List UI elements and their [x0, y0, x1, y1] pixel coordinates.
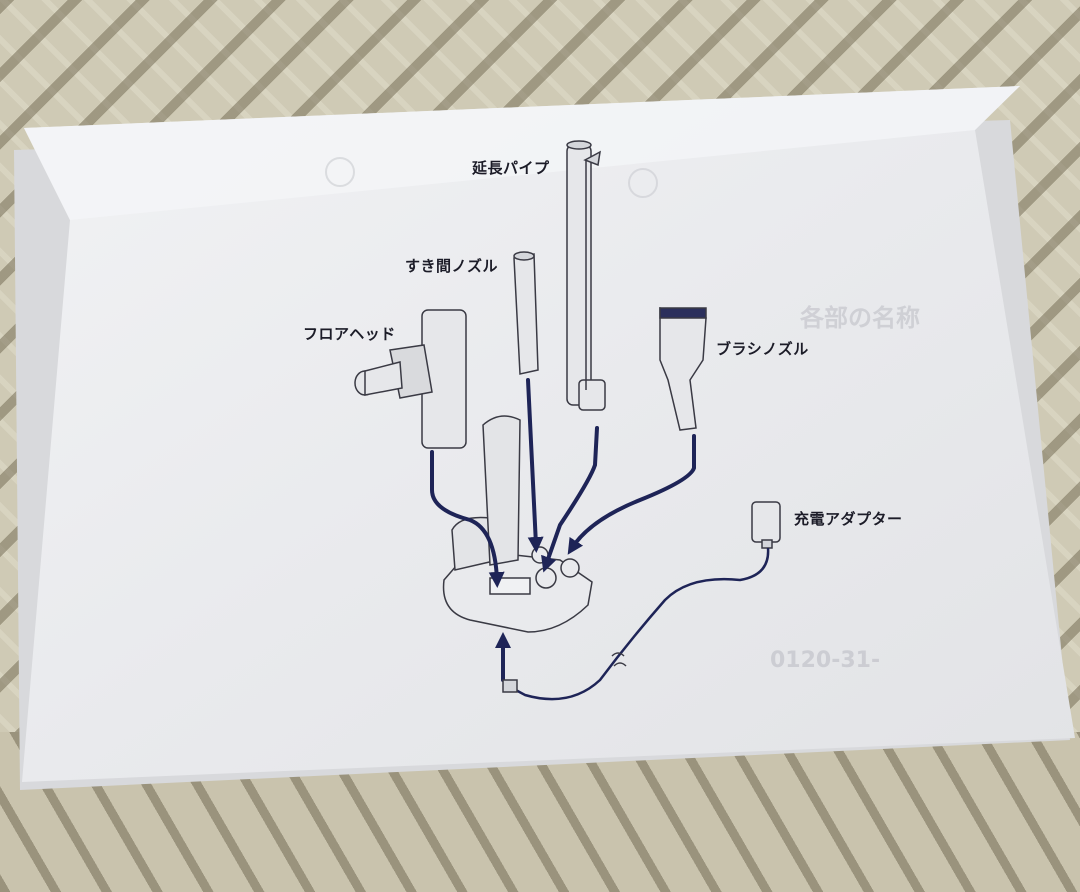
floor-head-illustration — [354, 309, 467, 449]
label-brush-nozzle: ブラシノズル — [716, 340, 809, 358]
charging-adapter-illustration — [751, 501, 781, 549]
brush-nozzle-illustration — [659, 307, 707, 431]
adapter-cable — [511, 547, 770, 701]
label-charging-adapter: 充電アダプター — [794, 510, 903, 528]
assembly-arrows — [430, 378, 696, 682]
faint-phone: 0120-31- — [770, 648, 881, 673]
label-extension-pipe: 延長パイプ — [472, 159, 550, 177]
crevice-nozzle-illustration — [513, 251, 539, 375]
extension-pipe-illustration — [566, 140, 606, 411]
label-floor-head: フロアヘッド — [303, 325, 396, 343]
paper-sheet — [22, 86, 1075, 782]
label-crevice-nozzle: すき間ノズル — [405, 257, 499, 275]
faint-heading: 各部の名称 — [800, 304, 920, 332]
